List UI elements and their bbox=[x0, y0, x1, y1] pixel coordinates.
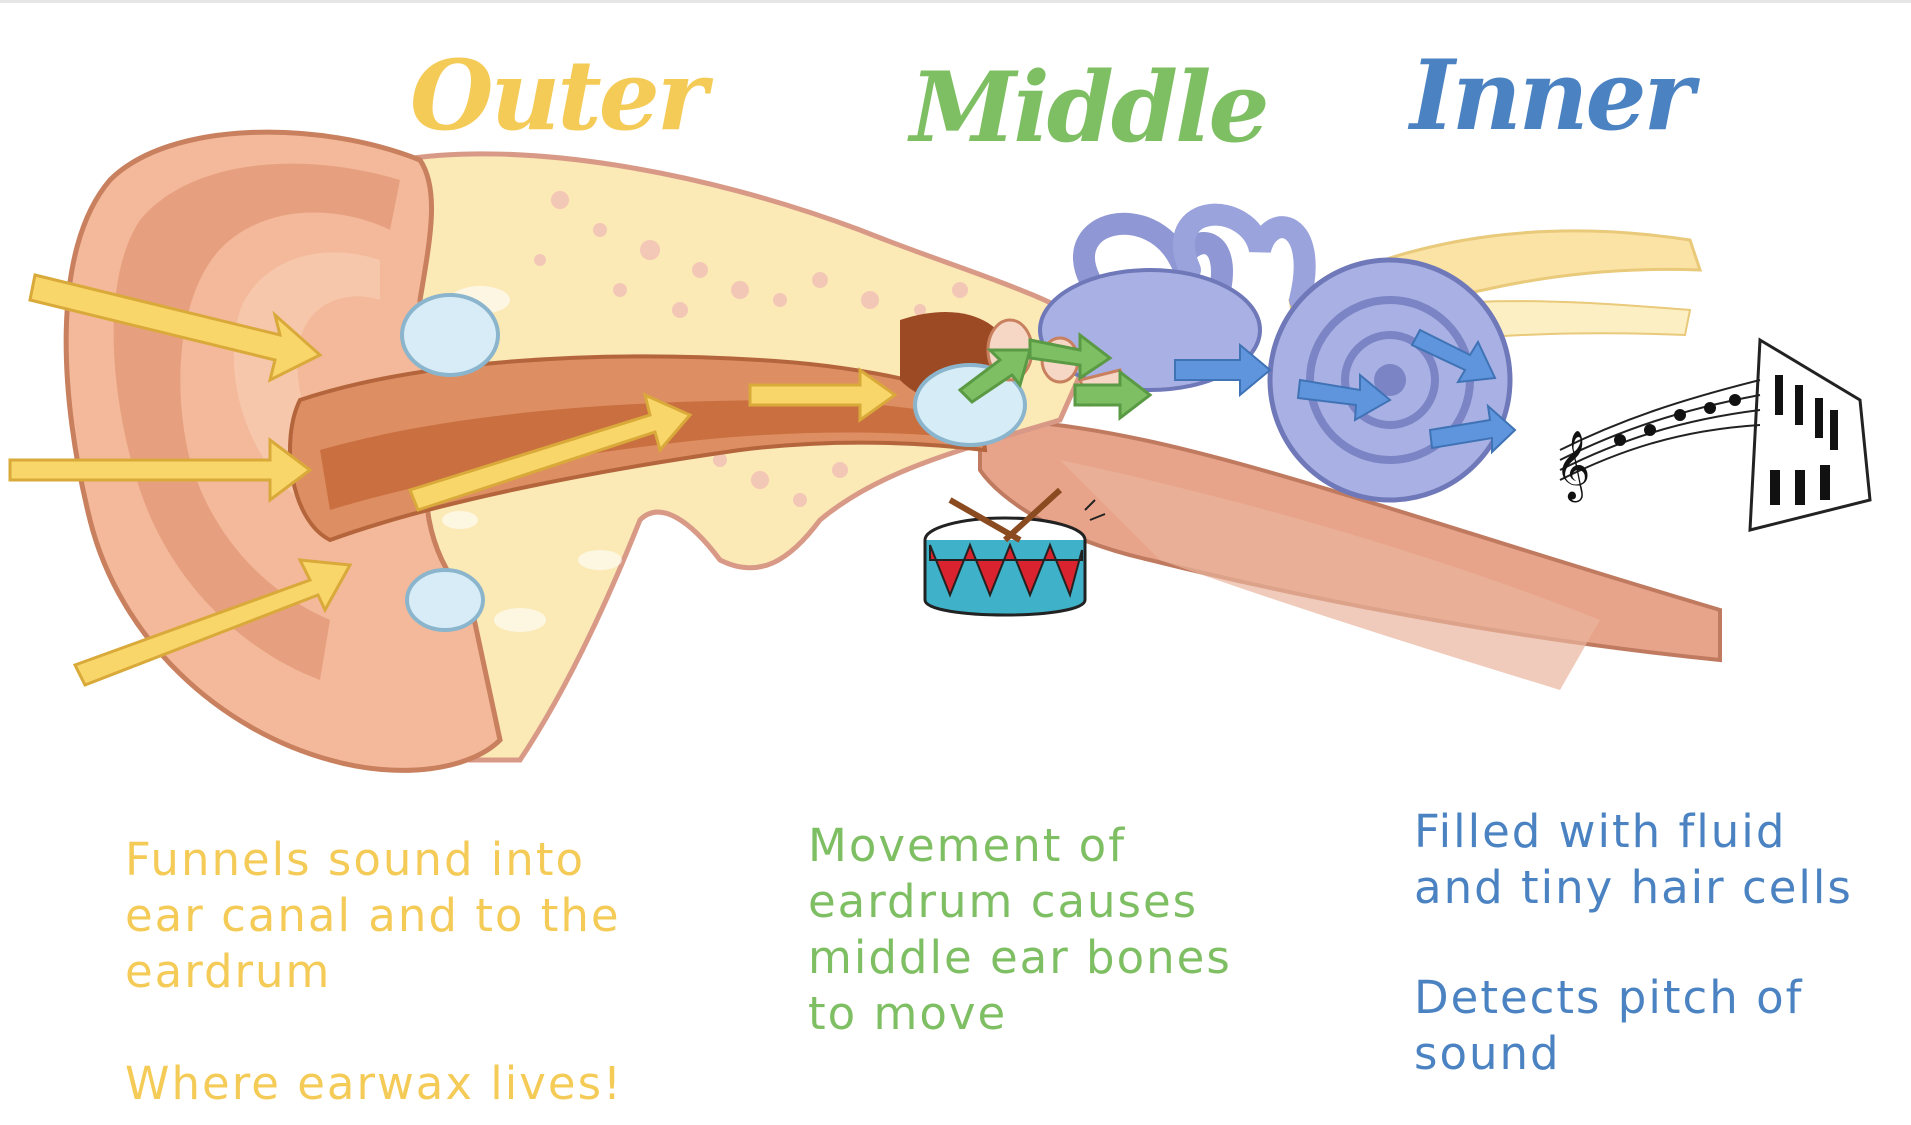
inner-text-line: Detects pitch of bbox=[1414, 970, 1853, 1026]
title-inner: Inner bbox=[1410, 48, 1691, 144]
outer-text-line: Funnels sound into bbox=[125, 832, 623, 888]
outer-description: Funnels sound into ear canal and to the … bbox=[125, 832, 623, 1112]
middle-text-line: Movement of bbox=[808, 818, 1232, 874]
svg-text:𝄞: 𝄞 bbox=[1555, 430, 1590, 502]
middle-description: Movement of eardrum causes middle ear bo… bbox=[808, 818, 1232, 1042]
inner-text-line: Filled with fluid bbox=[1414, 804, 1853, 860]
outer-text-line: eardrum bbox=[125, 944, 623, 1000]
outer-text-line: ear canal and to the bbox=[125, 888, 623, 944]
inner-description: Filled with fluid and tiny hair cells De… bbox=[1414, 804, 1853, 1082]
middle-text-line: to move bbox=[808, 986, 1232, 1042]
middle-text-line: eardrum causes bbox=[808, 874, 1232, 930]
title-middle: Middle bbox=[910, 60, 1267, 156]
inner-text-line: and tiny hair cells bbox=[1414, 860, 1853, 916]
outer-text-line: Where earwax lives! bbox=[125, 1056, 623, 1112]
title-outer: Outer bbox=[410, 48, 704, 144]
inner-text-line: sound bbox=[1414, 1026, 1853, 1082]
music-notes-piano-icon: 𝄞 bbox=[1555, 340, 1870, 530]
middle-text-line: middle ear bones bbox=[808, 930, 1232, 986]
